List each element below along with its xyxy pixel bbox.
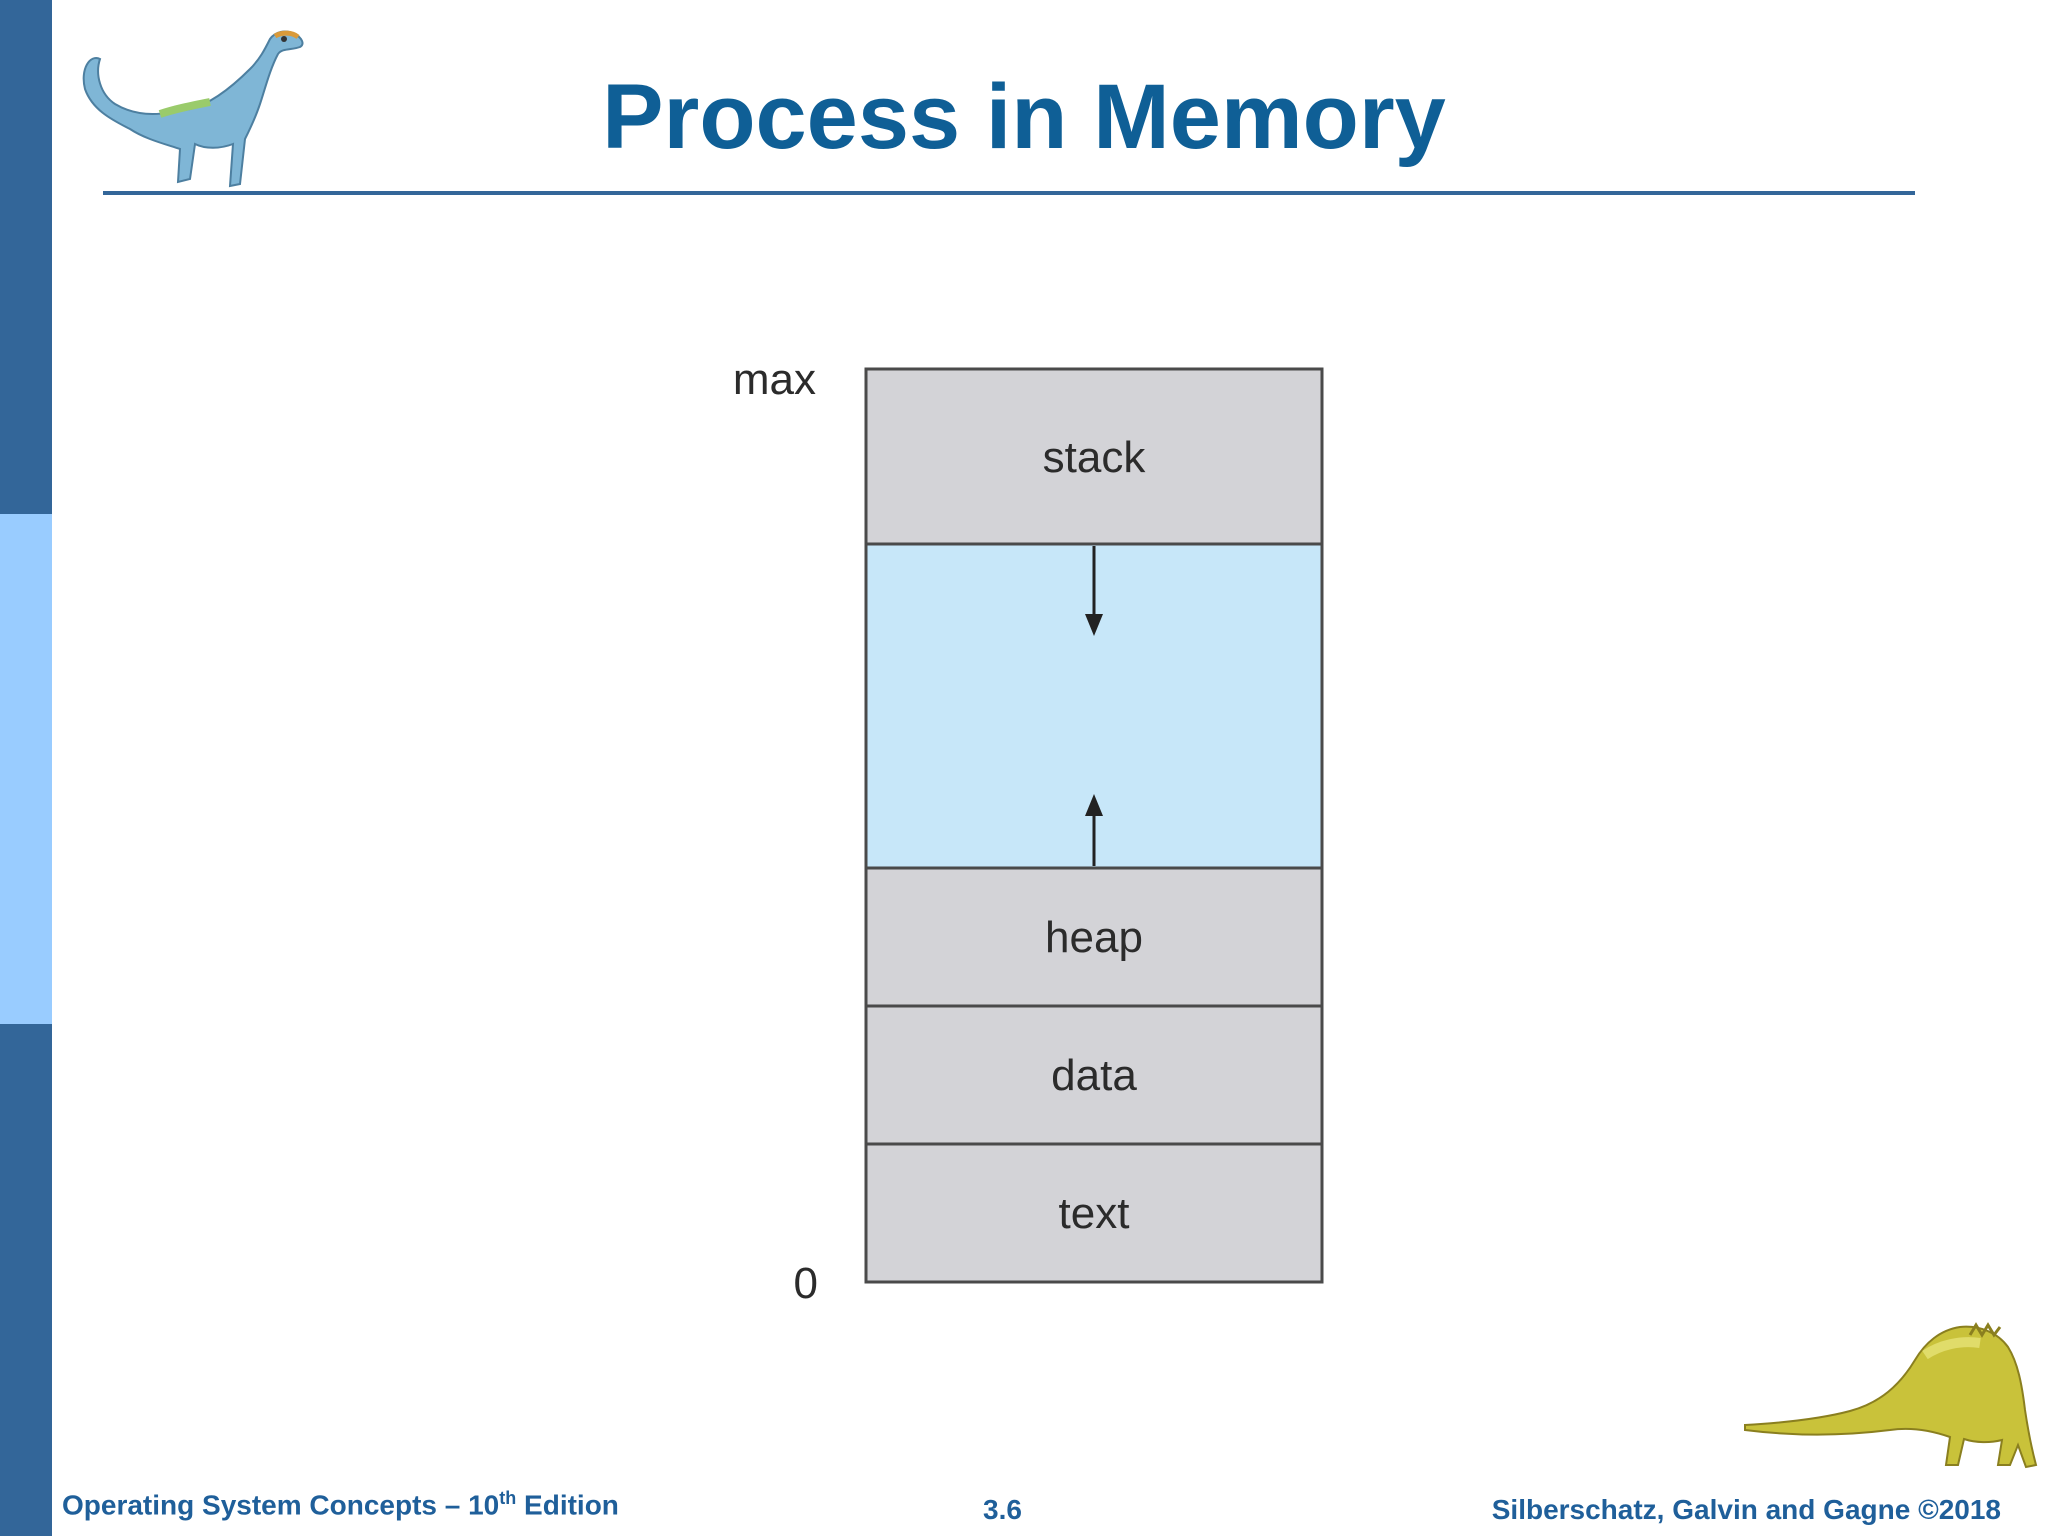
sidebar-light-band xyxy=(0,514,52,1024)
arrow-down-icon xyxy=(1085,546,1103,636)
footer-book-title-prefix: Operating System Concepts – 10 xyxy=(62,1489,500,1521)
segment-text-label: text xyxy=(1059,1189,1130,1238)
dinosaur-logo-top xyxy=(82,30,304,188)
segment-stack-box xyxy=(864,367,1324,546)
arrow-up-icon xyxy=(1085,794,1103,866)
segment-text-box xyxy=(864,1142,1324,1284)
footer-book-title-sup: th xyxy=(499,1488,517,1508)
footer-page-number: 3.6 xyxy=(983,1494,1022,1525)
title-underline xyxy=(103,191,1915,195)
segment-heap-label: heap xyxy=(1045,913,1143,962)
segment-data-label: data xyxy=(1051,1051,1137,1100)
address-zero-label: 0 xyxy=(794,1259,818,1308)
slide-title: Process in Memory xyxy=(602,66,1446,168)
footer-book-title: Operating System Concepts – 10th Edition xyxy=(62,1488,619,1521)
footer-authors: Silberschatz, Galvin and Gagne ©2018 xyxy=(1491,1494,2001,1525)
segment-heap-box xyxy=(864,866,1324,1008)
footer-book-title-suffix: Edition xyxy=(516,1489,619,1521)
address-max-label: max xyxy=(733,355,816,404)
segment-stack-label: stack xyxy=(1043,433,1147,482)
dinosaur-logo-bottom xyxy=(1744,1322,2038,1469)
segment-data-box xyxy=(864,1004,1324,1146)
